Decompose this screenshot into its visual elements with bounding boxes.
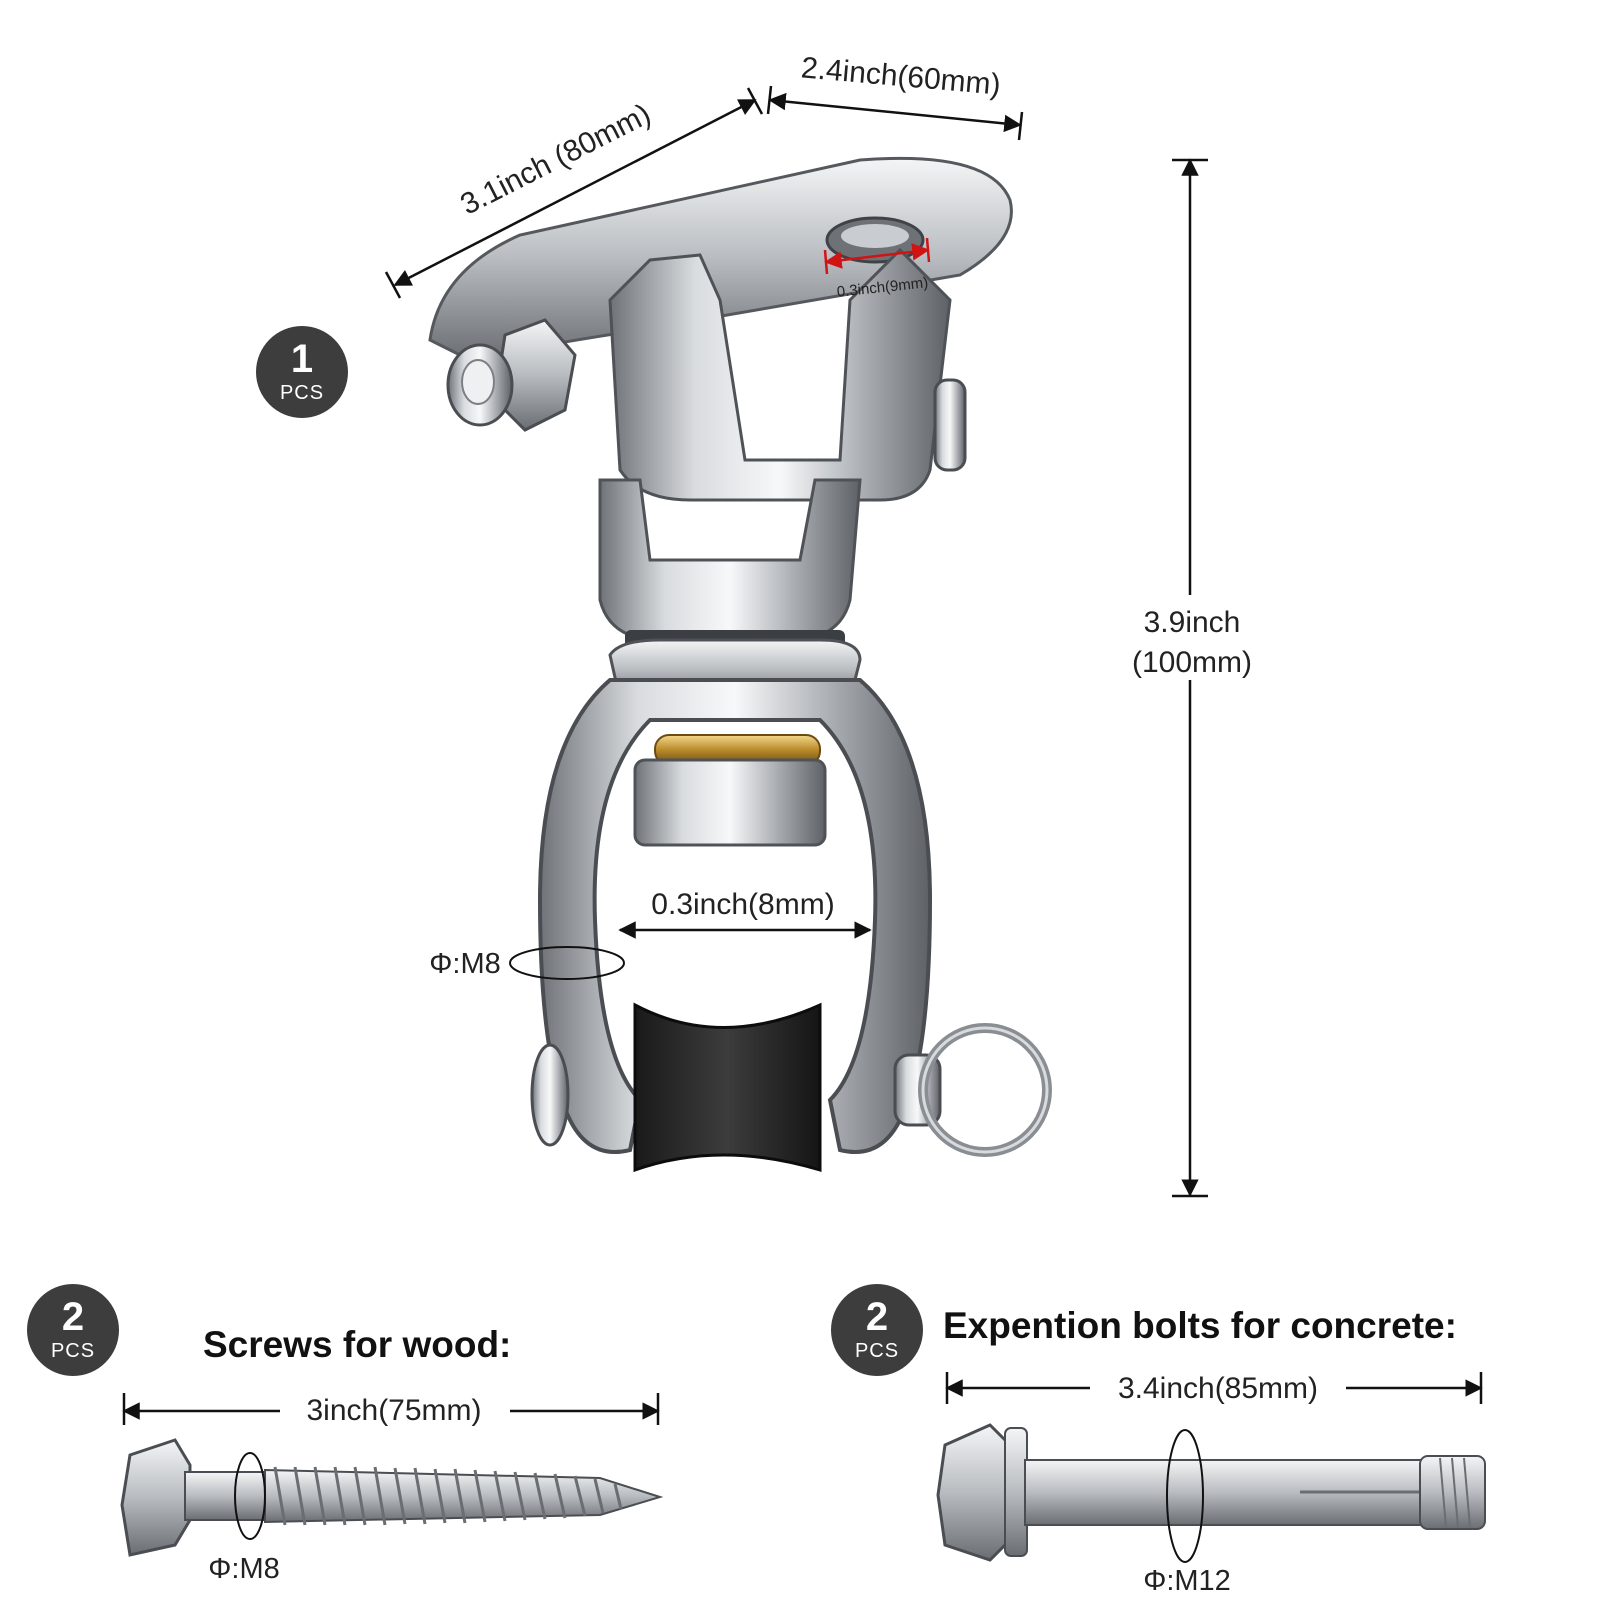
height-label: 3.9inch: [1144, 606, 1241, 639]
screw-thread: [273, 1466, 623, 1526]
dimension-bolt-length: 3.4inch(85mm): [945, 1372, 1483, 1405]
bolt-thread-label: Φ:M12: [1143, 1565, 1231, 1597]
screws-heading: Screws for wood:: [203, 1324, 511, 1365]
plate-width-label: 2.4inch(60mm): [800, 51, 1002, 101]
bracket-bolt-head: [446, 318, 577, 432]
screw-length-label: 3inch(75mm): [306, 1394, 481, 1427]
screw-thread-label: Φ:M8: [208, 1553, 279, 1585]
wood-screw-illustration: [120, 1438, 664, 1557]
bolt-length-label: 3.4inch(85mm): [1118, 1372, 1318, 1405]
badge-count: 2: [866, 1295, 888, 1339]
height-metric-label: (100mm): [1132, 646, 1252, 679]
badge-unit: PCS: [280, 382, 324, 404]
dimension-shackle-opening: 0.3inch(8mm): [618, 888, 872, 939]
shackle-opening-label: 0.3inch(8mm): [651, 888, 834, 921]
expansion-bolt-illustration: [936, 1423, 1486, 1563]
quantity-badge-screws: 2 PCS: [27, 1284, 119, 1376]
badge-unit: PCS: [51, 1340, 95, 1362]
bolts-heading: Expention bolts for concrete:: [943, 1305, 1457, 1346]
rubber-roller: [633, 1002, 822, 1173]
swivel-eye: [598, 478, 862, 642]
badge-unit: PCS: [855, 1340, 899, 1362]
quantity-badge-bolts: 2 PCS: [831, 1284, 923, 1376]
dimension-screw-length: 3inch(75mm): [122, 1393, 660, 1427]
shackle-thread-label: Φ:M8: [429, 948, 500, 980]
dimension-plate-width: 2.4inch(60mm): [766, 51, 1024, 141]
shackle-thread-callout: Φ:M8: [429, 946, 625, 980]
shackle: [537, 678, 933, 1154]
quantity-badge-hook: 1 PCS: [256, 326, 348, 418]
badge-count: 2: [62, 1295, 84, 1339]
swing-hook-illustration: [428, 156, 1052, 1173]
dimension-height: 3.9inch (100mm): [1132, 158, 1252, 1198]
bearing-cylinder: [633, 758, 827, 847]
badge-count: 1: [291, 337, 313, 381]
